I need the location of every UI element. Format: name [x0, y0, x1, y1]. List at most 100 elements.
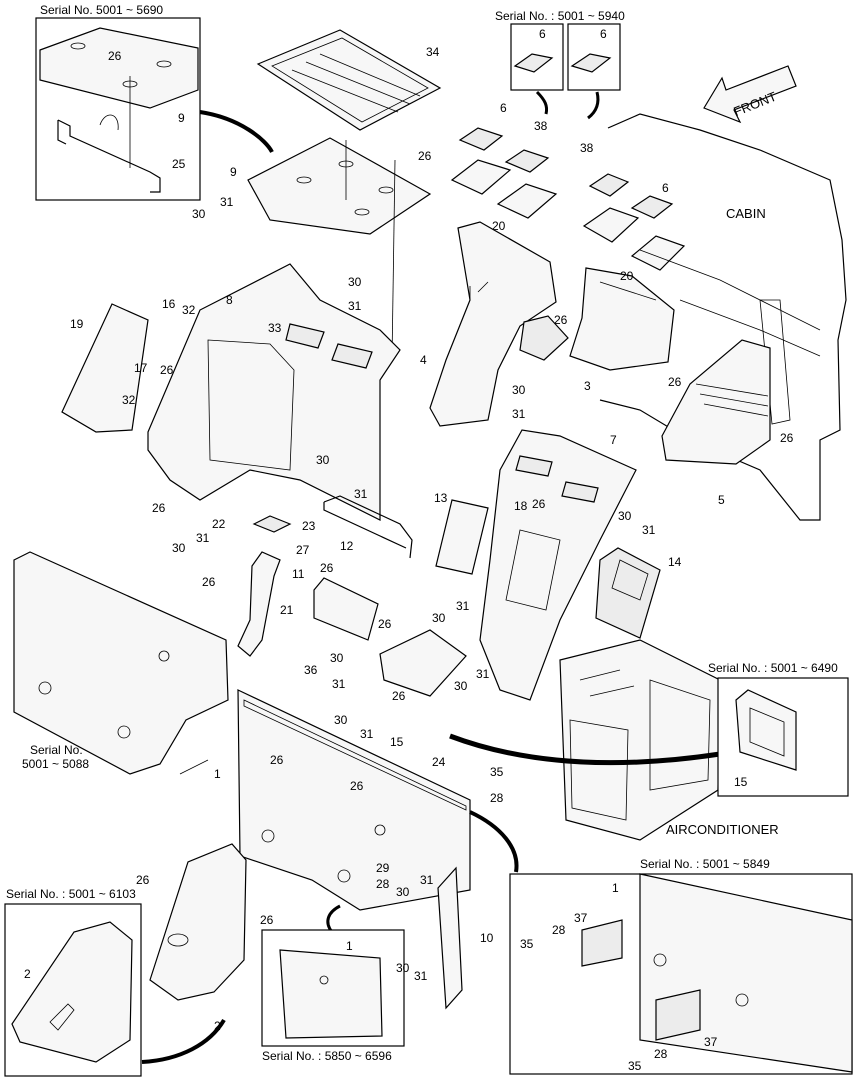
part-number: 1	[214, 767, 221, 781]
part-number: 31	[220, 195, 234, 209]
part-number: 15	[390, 735, 404, 749]
part-3-duct	[569, 267, 675, 371]
part-number: 24	[432, 755, 446, 769]
part-number: 23	[302, 519, 316, 533]
inset-left-panel-caption-2: 5001 ~ 5088	[22, 757, 89, 771]
inset-bottom-left: Serial No. : 5001 ~ 6103	[4, 887, 142, 1077]
part-number: 27	[296, 543, 310, 557]
inset-left-panel-caption-1: Serial No.	[30, 743, 83, 757]
part-number: 19	[70, 317, 84, 331]
part-number: 26	[780, 431, 794, 445]
part-number: 28	[376, 877, 390, 891]
part-number: 30	[172, 541, 186, 555]
part-4-duct	[429, 221, 569, 427]
part-number: 30	[192, 207, 206, 221]
front-arrow: FRONT	[703, 65, 797, 124]
part-number: 26	[320, 561, 334, 575]
part-number: 20	[492, 219, 506, 233]
part-19-panel	[61, 303, 149, 433]
part-number: 9	[178, 111, 185, 125]
part-number: 13	[434, 491, 448, 505]
inset-bottom-mid-caption: Serial No. : 5850 ~ 6596	[262, 1049, 392, 1063]
part-7-column	[479, 429, 637, 701]
part-number: 26	[270, 753, 284, 767]
part-number: 7	[610, 433, 617, 447]
part-number: 30	[348, 275, 362, 289]
part-number: 35	[490, 765, 504, 779]
part-number: 26	[668, 375, 682, 389]
inset-bottom-mid: Serial No. : 5850 ~ 6596	[261, 929, 405, 1063]
part-number: 31	[360, 727, 374, 741]
part-number-labels: 9 26 25 34 6 6 9 26 31 30 6 38 38 6 20 2…	[24, 27, 794, 1073]
part-number: 32	[122, 393, 136, 407]
part-number: 28	[552, 923, 566, 937]
part-number: 31	[456, 599, 470, 613]
part-number: 31	[512, 407, 526, 421]
airconditioner-label: AIRCONDITIONER	[666, 822, 779, 837]
inset-bottom-left-caption: Serial No. : 5001 ~ 6103	[6, 887, 136, 901]
part-number: 26	[160, 363, 174, 377]
part-number: 38	[580, 141, 594, 155]
part-34-cover	[256, 29, 442, 131]
inset-bottom-right: Serial No. : 5001 ~ 5849	[509, 857, 853, 1075]
inset-top-left: Serial No. 5001 ~ 5690	[35, 3, 201, 201]
part-number: 33	[268, 321, 282, 335]
part-number: 6	[500, 101, 507, 115]
part-21-pipe	[237, 551, 281, 657]
part-number: 35	[520, 937, 534, 951]
part-number: 10	[480, 931, 494, 945]
part-number: 30	[618, 509, 632, 523]
part-number: 29	[376, 861, 390, 875]
part-number: 20	[620, 269, 634, 283]
part-number: 1	[612, 881, 619, 895]
part-number: 18	[514, 499, 528, 513]
part-number: 26	[260, 913, 274, 927]
part-number: 35	[628, 1059, 642, 1073]
part-number: 31	[420, 873, 434, 887]
part-number: 4	[420, 353, 427, 367]
part-10-bar	[437, 866, 463, 1010]
part-number: 9	[230, 165, 237, 179]
swoosh-arrow	[449, 733, 721, 766]
inset-left-panel: Serial No. 5001 ~ 5088	[13, 551, 229, 775]
part-number: 26	[392, 689, 406, 703]
part-number: 30	[396, 961, 410, 975]
part-number: 38	[534, 119, 548, 133]
swoosh-arrow	[587, 91, 600, 120]
part-number: 25	[172, 157, 186, 171]
part-number: 37	[704, 1035, 718, 1049]
part-number: 15	[734, 775, 748, 789]
part-14-module	[595, 547, 661, 639]
part-number: 3	[584, 379, 591, 393]
part-5-duct	[661, 339, 771, 465]
part-number: 16	[162, 297, 176, 311]
swoosh-arrow	[469, 810, 519, 873]
part-number: 31	[476, 667, 490, 681]
part-number: 32	[182, 303, 196, 317]
part-number: 6	[600, 27, 607, 41]
part-number: 30	[316, 453, 330, 467]
swoosh-arrow	[141, 1018, 226, 1064]
inset-top-right-caption: Serial No. : 5001 ~ 5940	[495, 9, 625, 23]
part-9-panel	[247, 137, 432, 361]
airconditioner-unit: AIRCONDITIONER	[559, 639, 779, 841]
part-2-duct	[149, 843, 247, 1001]
part-number: 30	[334, 713, 348, 727]
part-number: 26	[152, 501, 166, 515]
part-number: 31	[354, 487, 368, 501]
part-number: 8	[226, 293, 233, 307]
part-number: 1	[346, 939, 353, 953]
part-number: 31	[642, 523, 656, 537]
part-number: 22	[212, 517, 226, 531]
part-number: 26	[378, 617, 392, 631]
part-number: 17	[134, 361, 148, 375]
inset-top-left-caption: Serial No. 5001 ~ 5690	[40, 3, 163, 17]
part-number: 26	[554, 313, 568, 327]
part-number: 5	[718, 493, 725, 507]
part-number: 2	[24, 967, 31, 981]
part-number: 31	[414, 969, 428, 983]
part-number: 26	[418, 149, 432, 163]
swoosh-arrow	[535, 90, 549, 115]
part-number: 26	[202, 575, 216, 589]
inset-top-right: Serial No. : 5001 ~ 5940	[495, 9, 625, 91]
